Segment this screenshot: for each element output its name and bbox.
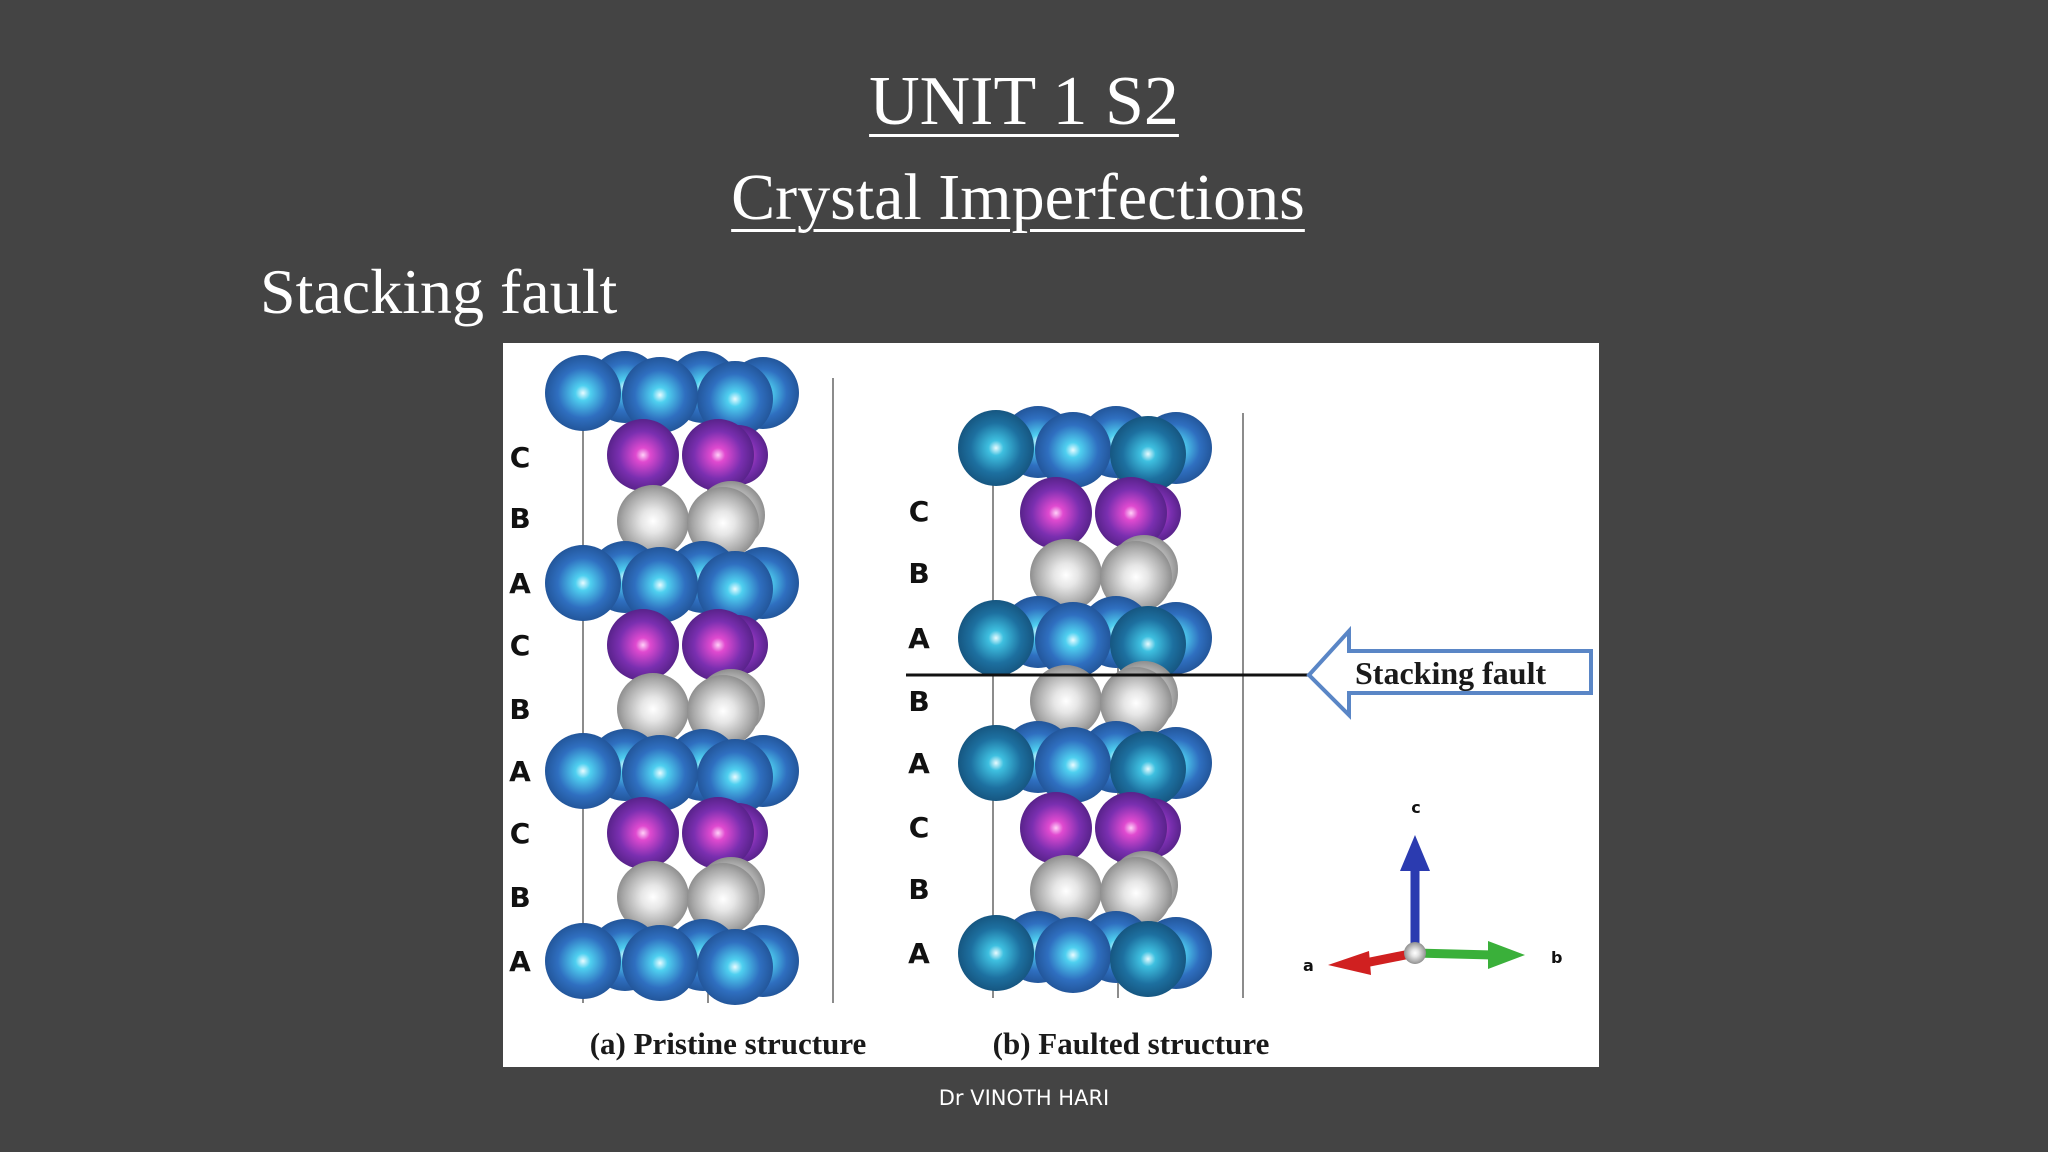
atom-A — [1035, 917, 1111, 993]
axis-c-arrow — [1400, 835, 1430, 871]
atom-B — [1030, 539, 1102, 611]
atom-B — [617, 485, 689, 557]
layer-label: B — [908, 873, 929, 906]
layer-label: B — [509, 693, 530, 726]
atom-B — [617, 861, 689, 933]
atom-B — [1100, 541, 1172, 613]
atom-C — [607, 609, 679, 681]
atom-C — [607, 419, 679, 491]
atom-B — [687, 863, 759, 935]
axis-origin — [1404, 942, 1426, 964]
atom-A — [958, 725, 1034, 801]
layer-label: B — [908, 685, 929, 718]
layer-label: A — [908, 747, 930, 780]
layer-label: C — [510, 817, 531, 850]
atom-C — [1020, 477, 1092, 549]
layer-label: B — [509, 881, 530, 914]
slide-title: UNIT 1 S2 — [869, 63, 1179, 140]
layer-label: B — [509, 502, 530, 535]
atom-A — [697, 929, 773, 1005]
atom-A — [958, 600, 1034, 676]
atom-A — [622, 735, 698, 811]
atom-C — [607, 797, 679, 869]
layer-label: A — [509, 755, 531, 788]
atom-A — [1110, 921, 1186, 997]
atom-A — [1110, 731, 1186, 807]
atom-B — [687, 675, 759, 747]
caption-faulted: (b) Faulted structure — [993, 1026, 1270, 1061]
atom-A — [1035, 602, 1111, 678]
atom-A — [958, 410, 1034, 486]
atom-B — [617, 673, 689, 745]
atom-A — [1110, 606, 1186, 682]
faulted-atoms — [958, 406, 1244, 998]
atom-A — [1035, 412, 1111, 488]
atom-A — [622, 547, 698, 623]
atom-B — [1100, 667, 1172, 739]
atom-A — [1035, 727, 1111, 803]
atom-C — [682, 797, 754, 869]
atom-B — [1030, 665, 1102, 737]
axis-b-line — [1414, 948, 1494, 960]
atom-A — [622, 925, 698, 1001]
layer-label: A — [908, 622, 930, 655]
atom-A — [545, 923, 621, 999]
atom-B — [1030, 855, 1102, 927]
atom-C — [1020, 792, 1092, 864]
layer-label: B — [908, 557, 929, 590]
footer-author: Dr VINOTH HARI — [938, 1086, 1110, 1110]
layer-label: C — [510, 629, 531, 662]
atom-C — [1095, 792, 1167, 864]
atom-A — [545, 545, 621, 621]
atom-A — [622, 357, 698, 433]
atom-C — [1095, 477, 1167, 549]
caption-pristine: (a) Pristine structure — [590, 1026, 867, 1061]
slide-subtitle: Crystal Imperfections — [731, 161, 1305, 234]
axis-b-label: b — [1551, 948, 1562, 967]
atom-A — [545, 355, 621, 431]
axes-triad: c b a — [1303, 798, 1562, 975]
layer-label: C — [909, 811, 930, 844]
atom-B — [1100, 857, 1172, 929]
atom-C — [682, 609, 754, 681]
layer-label: A — [908, 937, 930, 970]
axis-a-arrow — [1328, 951, 1371, 975]
atom-C — [682, 419, 754, 491]
layer-label: A — [509, 567, 531, 600]
layer-label: C — [909, 495, 930, 528]
atom-A — [958, 915, 1034, 991]
axis-a-label: a — [1303, 956, 1314, 975]
layer-label: A — [509, 945, 531, 978]
axis-c-label: c — [1411, 798, 1420, 817]
fault-arrow — [1306, 625, 1593, 720]
atom-A — [697, 361, 773, 437]
pristine-atoms — [545, 351, 834, 1005]
atom-A — [1110, 416, 1186, 492]
section-heading: Stacking fault — [260, 256, 618, 327]
fault-label: Stacking fault — [1355, 655, 1546, 691]
atom-A — [697, 739, 773, 815]
atom-A — [545, 733, 621, 809]
axis-b-arrow — [1488, 941, 1525, 969]
atom-B — [687, 487, 759, 559]
layer-label: C — [510, 441, 531, 474]
atom-A — [697, 551, 773, 627]
